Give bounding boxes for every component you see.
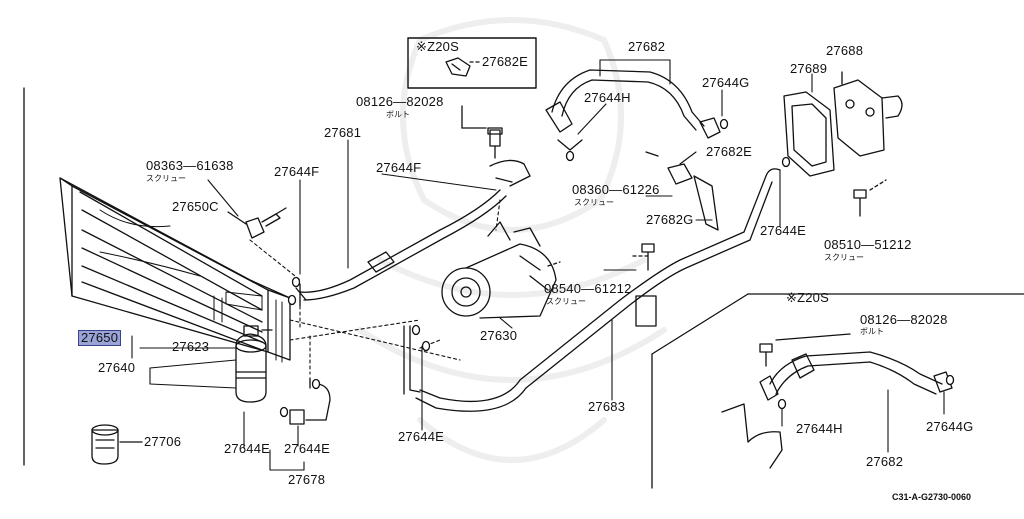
label-27630: 27630 [480,328,518,343]
label-27688: 27688 [826,43,864,58]
label-08360: 08360—61226 [572,182,660,197]
label-27683: 27683 [588,399,626,414]
label-08540: 08540—61212 [544,281,632,296]
hose-27682-right [759,351,953,401]
flange-assembly [783,71,903,177]
pipe-27678 [289,377,331,425]
bracket-27682g [645,151,719,231]
mounting-piece [721,403,783,469]
label-27650: 27650 [78,330,122,346]
z20s-inset-box [407,37,537,89]
label-screw-1: スクリュー [146,174,186,183]
diagram-reference-code: C31-A-G2730-0060 [892,492,972,502]
label-08363: 08363—61638 [146,158,234,173]
bolt-08540 [631,243,655,271]
label-screw-3: スクリュー [824,253,864,262]
compressor [441,221,561,319]
bolt-08510 [853,179,887,217]
hose-27682-top [545,69,721,151]
label-27682G: 27682G [646,212,694,227]
label-27706: 27706 [144,434,182,449]
bolt-08126-right [759,333,851,367]
label-bolt-top: ボルト [386,110,410,119]
label-27623: 27623 [172,339,210,354]
label-27650C: 27650C [172,199,219,214]
inset-divider-diagonal [651,293,749,355]
label-z20s-top: ※Z20S [416,39,459,54]
label-08510: 08510—51212 [824,237,912,252]
label-27644E-right: 27644E [760,223,807,238]
bolt-27650c [227,207,287,239]
label-27682E-box: 27682E [482,54,529,69]
label-27644E-a: 27644E [224,441,271,456]
dashed-connectors [249,199,501,375]
receiver-drier [235,325,273,403]
hose-27681 [295,159,531,307]
label-08126-top: 08126—82028 [356,94,444,109]
label-08126-right: 08126—82028 [860,312,948,327]
watermark [357,17,667,463]
pipe-27683 [403,168,781,412]
condenser [59,177,291,363]
label-bolt-right: ボルト [860,327,884,336]
label-27689: 27689 [790,61,828,76]
label-z20s-right: ※Z20S [786,290,829,305]
label-27644E-b: 27644E [284,441,331,456]
filter [91,424,143,465]
label-screw-4: スクリュー [546,297,586,306]
label-27644G-right: 27644G [926,419,974,434]
label-screw-2: スクリュー [574,198,614,207]
label-27678: 27678 [288,472,326,487]
label-27644E-mid: 27644E [398,429,445,444]
label-27682E-mid: 27682E [706,144,753,159]
label-27682-top: 27682 [628,39,666,54]
clamp-27682e-top [445,57,481,77]
bolt-08126-top [461,105,503,159]
label-27644G-top: 27644G [702,75,750,90]
label-27644F-a: 27644F [274,164,320,179]
label-27681: 27681 [324,125,362,140]
leader-lines [131,59,945,471]
label-27644F-b: 27644F [376,160,422,175]
label-27682-right: 27682 [866,454,904,469]
label-27644H-right: 27644H [796,421,843,436]
label-27644H-top: 27644H [584,90,631,105]
label-27640: 27640 [98,360,136,375]
